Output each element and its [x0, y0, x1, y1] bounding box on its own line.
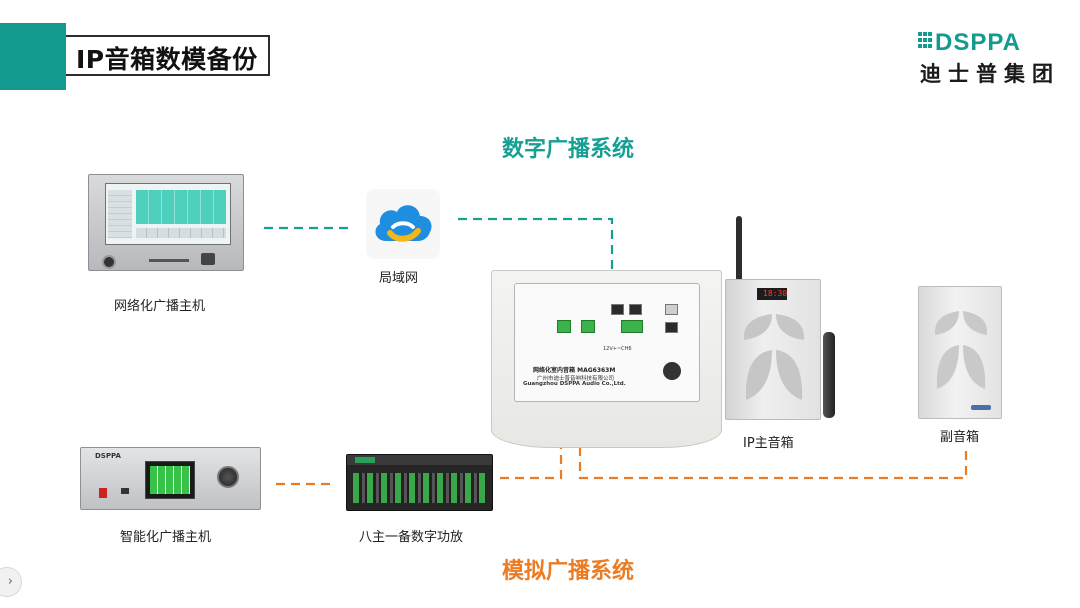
sub-speaker-label: 副音箱: [940, 430, 980, 445]
module-model: MAG6363M: [577, 367, 616, 374]
logo-chinese-name: 迪士普集团: [920, 62, 1060, 86]
analog-system-title: 模拟广播系统: [502, 559, 635, 584]
dsppa-logo-icon: DSPPA: [918, 30, 1021, 56]
ip-main-speaker-label: IP主音箱: [743, 436, 794, 451]
ip-main-speaker-image: 18:30: [725, 279, 821, 420]
title-frame: [66, 35, 270, 76]
digital-system-title: 数字广播系统: [502, 137, 635, 162]
amplifier-label: 八主一备数字功放: [359, 530, 464, 545]
module-model-cn: 网络化室内音箱: [533, 367, 576, 374]
module-company-en: Guangzhou DSPPA Audio Co.,Ltd.: [523, 381, 626, 387]
microphone-image: [823, 332, 835, 418]
module-company-cn: 广州市迪士普音响科技有限公司: [537, 376, 615, 382]
antenna-image: [736, 216, 742, 286]
lan-label: 局域网: [379, 271, 419, 286]
speaker-display: 18:30: [763, 289, 788, 298]
sub-speaker-image: [918, 286, 1002, 419]
cloud-icon: [375, 205, 432, 242]
smart-host-label: 智能化广播主机: [120, 530, 212, 545]
logo-wordmark: DSPPA: [935, 30, 1021, 56]
lan-tile: [366, 189, 440, 259]
digital-amplifier-image: [346, 454, 493, 511]
network-broadcast-host-image: [88, 174, 244, 271]
smart-broadcast-host-image: DSPPA: [80, 447, 261, 510]
network-host-label: 网络化广播主机: [114, 299, 206, 314]
speaker-control-module-image: 12V+~CH6 网络化室内音箱 MAG6363M 广州市迪士普音响科技有限公司…: [491, 270, 722, 448]
slide-title: IP音箱数模备份: [76, 45, 258, 74]
accent-bar: [0, 23, 66, 90]
